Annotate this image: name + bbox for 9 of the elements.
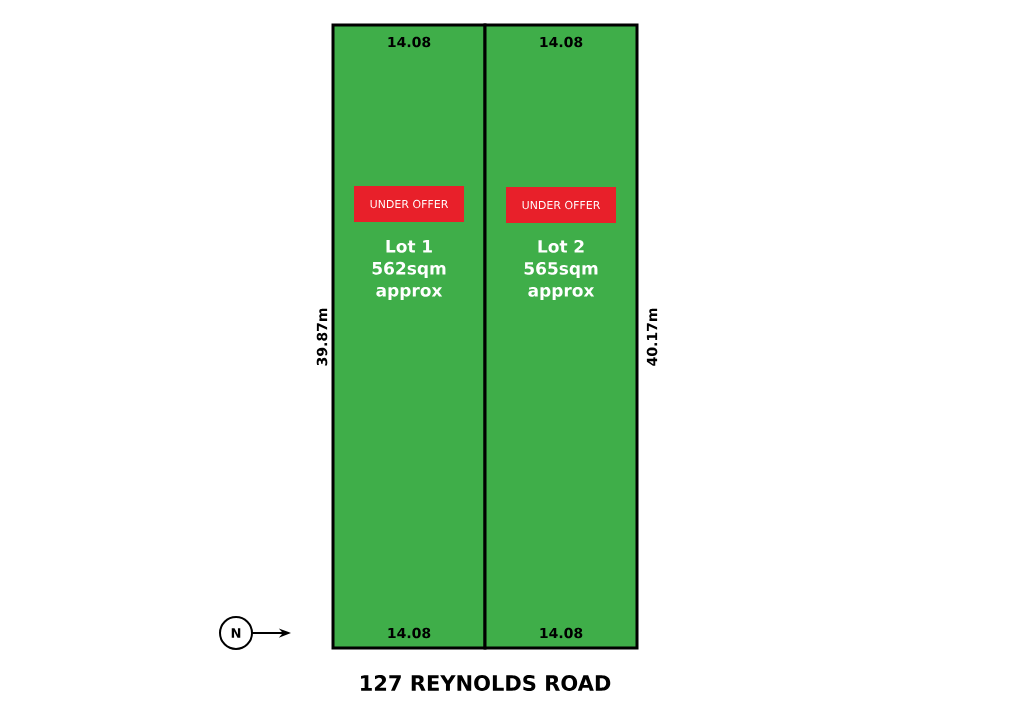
dimension-label: 14.08 <box>388 627 431 639</box>
dimension-label: 14.08 <box>540 36 583 48</box>
dimension-label: 14.08 <box>540 627 583 639</box>
dimension-label: 14.08 <box>388 36 431 48</box>
dimension-label: 39.87m <box>316 308 328 366</box>
address-heading: 127 REYNOLDS ROAD <box>361 675 611 691</box>
dimension-label: 40.17m <box>646 308 658 366</box>
status-badge: UNDER OFFER <box>354 186 464 222</box>
status-badge: UNDER OFFER <box>506 187 616 223</box>
